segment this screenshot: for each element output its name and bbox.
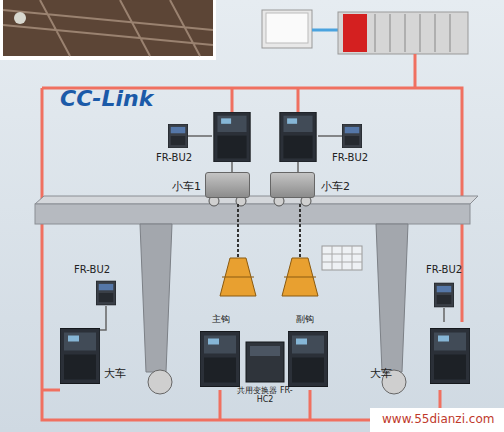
hook-label: 主钩: [212, 314, 230, 324]
control-panel: [322, 246, 362, 270]
inverter: [288, 332, 328, 387]
trolley-label: 小车2: [321, 179, 350, 194]
brake-unit: [342, 124, 362, 148]
drive-label: 大车: [370, 368, 392, 381]
trolley-box: 小车1: [205, 172, 250, 198]
inverter: [60, 329, 100, 384]
panel-cable: [312, 29, 338, 32]
power-wire: [188, 136, 342, 172]
watermark-backing: [370, 408, 504, 432]
touch-screen: [266, 13, 308, 43]
crane-leg: [376, 224, 408, 372]
network-wire: [42, 389, 60, 392]
bridge-beam: [35, 204, 470, 224]
network-wire: [414, 54, 417, 88]
inverter: [430, 329, 470, 384]
photo-lamp: [14, 12, 26, 24]
network-wire: [42, 88, 440, 420]
plc-rack: [338, 12, 468, 54]
brake-unit: [168, 124, 188, 148]
trolley-box: 小车2: [270, 172, 315, 198]
photo-frame: [0, 0, 216, 60]
trolley-label: 小车1: [172, 179, 201, 194]
brake-unit: [96, 281, 116, 305]
inverter: [280, 112, 316, 162]
travel-wheel: [148, 370, 172, 394]
converter-label: 共用变换器 FR-HC2: [236, 386, 294, 404]
cc-link-network: [42, 54, 462, 420]
watermark: www.55dianzi.com: [382, 413, 494, 427]
drive-label: 大车: [104, 368, 126, 381]
inverter: [200, 332, 240, 387]
plc-cpu: [343, 14, 367, 52]
crane-leg: [140, 224, 172, 372]
plc-modules: [375, 14, 450, 52]
hook-label: 副钩: [296, 314, 314, 324]
converter-unit: [246, 342, 284, 382]
touch-panel: [262, 10, 312, 48]
photo-beams: [3, 0, 213, 56]
inverter: [214, 112, 250, 162]
network-wire: [232, 88, 298, 112]
hoist-chain: [238, 204, 300, 258]
network-logo: CC-Link: [60, 86, 153, 111]
device-label: FR-BU2: [332, 152, 368, 164]
power-wire: [100, 306, 444, 330]
beam-top: [35, 196, 478, 204]
panel-grid: [322, 246, 362, 270]
load-band: [222, 277, 316, 278]
converter-panel: [250, 346, 280, 356]
device-label: FR-BU2: [156, 152, 192, 164]
device-label: FR-BU2: [426, 264, 462, 276]
brake-unit: [434, 283, 454, 307]
crane-photo: [3, 0, 213, 56]
device-label: FR-BU2: [74, 264, 110, 276]
